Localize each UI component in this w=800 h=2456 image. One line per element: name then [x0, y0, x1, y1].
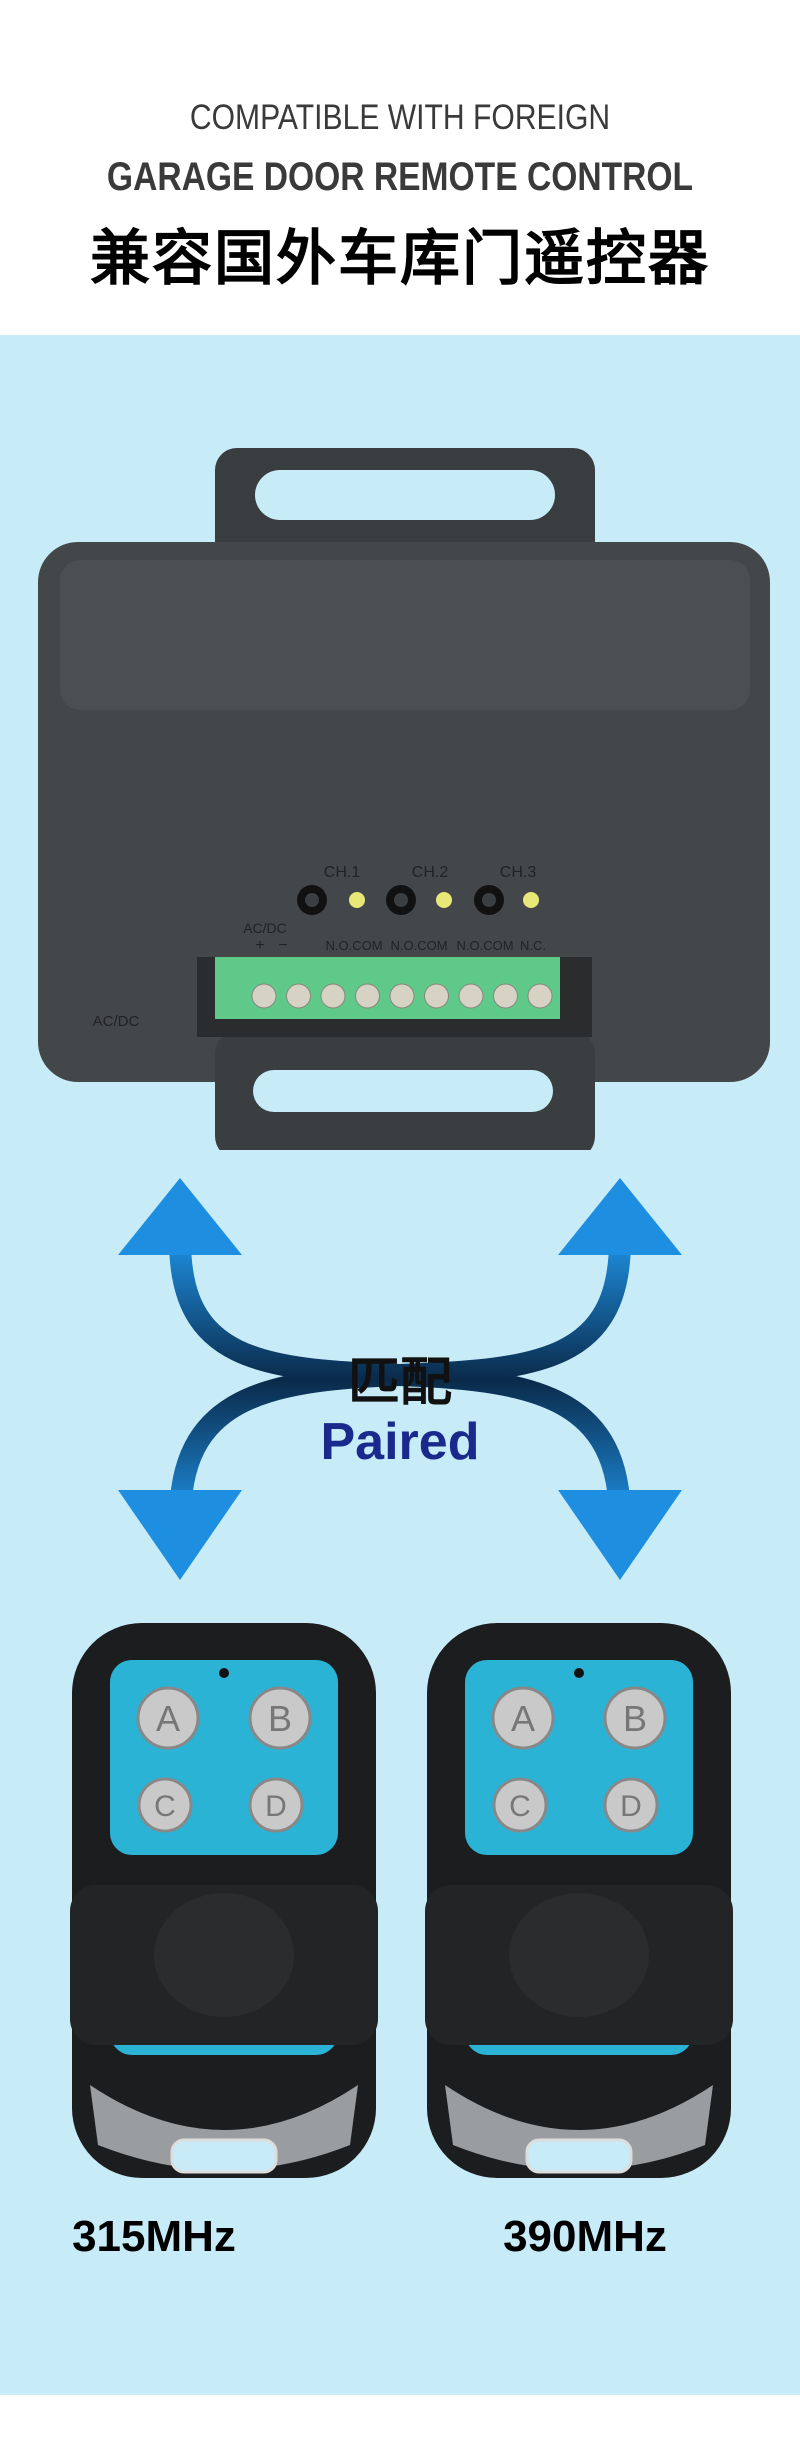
plus-label: +: [255, 937, 264, 954]
button-a[interactable]: A: [511, 1698, 535, 1739]
channel-buttons: [297, 885, 539, 915]
frequency-label-315: 315MHz: [72, 2212, 236, 2261]
header-line-chinese: 兼容国外车库门遥控器: [90, 224, 710, 294]
button-c[interactable]: C: [154, 1790, 176, 1823]
pairing-arrows: [118, 1178, 682, 1580]
terminal-screw: [424, 983, 449, 1009]
remote-390: A B C D: [425, 1623, 733, 2178]
power-label: AC/DC: [243, 920, 287, 936]
arrow-down-left-icon: [118, 1490, 242, 1580]
frequency-label-390: 390MHz: [503, 2212, 667, 2261]
terminal-label-1: N.O.COM: [325, 938, 382, 953]
terminal-screw: [527, 983, 553, 1009]
arrow-down-right-icon: [558, 1490, 682, 1580]
terminal-screw: [320, 983, 346, 1009]
ch1-label: CH.1: [324, 864, 361, 881]
terminal-screw: [286, 983, 311, 1009]
button-c[interactable]: C: [509, 1790, 531, 1823]
terminal-screw: [251, 983, 277, 1009]
ch3-label: CH.3: [500, 864, 537, 881]
button-b[interactable]: B: [268, 1698, 292, 1739]
header-line-2: GARAGE DOOR REMOTE CONTROL: [106, 155, 694, 199]
header-line-1: COMPATIBLE WITH FOREIGN: [189, 98, 611, 137]
receiver-device: CH.1 CH.2 CH.3 AC/DC + − N.O.COM N.O.COM…: [38, 448, 770, 1150]
arrow-up-right-icon: [558, 1178, 682, 1255]
terminal-label-4: N.C.: [520, 938, 546, 953]
terminal-screw: [355, 983, 380, 1009]
button-b[interactable]: B: [623, 1698, 647, 1739]
minus-label: −: [278, 937, 287, 954]
terminal-label-2: N.O.COM: [390, 938, 447, 953]
remotes: A B C D A B C D: [70, 1623, 733, 2178]
corner-label: AC/DC: [93, 1013, 140, 1030]
button-d[interactable]: D: [620, 1790, 642, 1823]
paired-label-cn: 匹配: [347, 1353, 452, 1413]
button-d[interactable]: D: [265, 1790, 287, 1823]
terminal-screw: [389, 983, 415, 1009]
button-a[interactable]: A: [156, 1698, 180, 1739]
remote-315: A B C D: [70, 1623, 378, 2178]
paired-label-en: Paired: [320, 1413, 480, 1471]
terminal-label-3: N.O.COM: [456, 938, 513, 953]
terminal-screw: [458, 983, 484, 1009]
terminal-screw: [493, 983, 518, 1009]
arrow-up-left-icon: [118, 1178, 242, 1255]
ch2-label: CH.2: [412, 864, 449, 881]
